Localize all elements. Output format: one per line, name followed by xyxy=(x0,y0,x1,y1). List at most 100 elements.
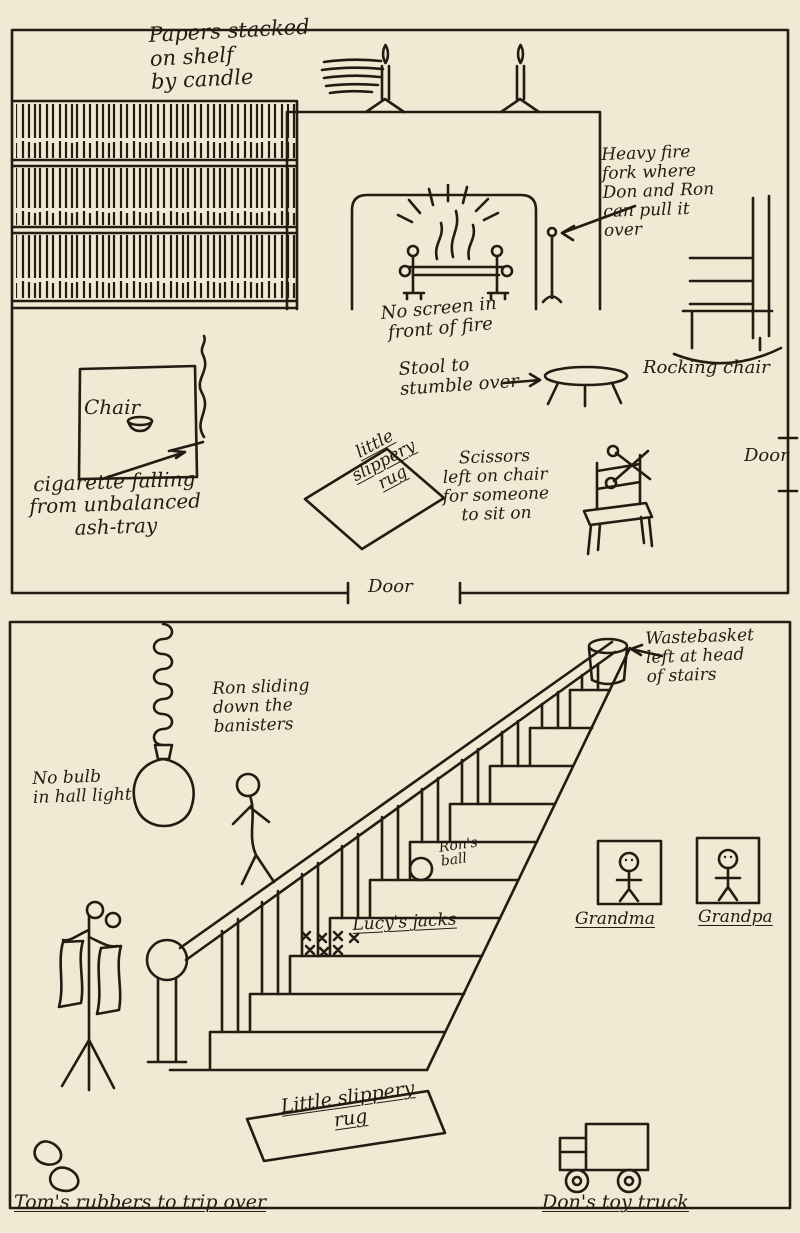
rack-legs xyxy=(60,1038,116,1092)
stacked-papers-scribble xyxy=(320,58,385,95)
ron-legs xyxy=(240,853,276,886)
grandma-picture-drawing xyxy=(596,839,663,906)
grandpa-head xyxy=(717,848,739,870)
hanging-towel-right xyxy=(95,944,123,1016)
coat-rack-drawing xyxy=(57,900,123,1092)
ron-sliding-label: Ron sliding down the banisters xyxy=(211,675,310,738)
flames xyxy=(434,209,476,261)
candle-flame xyxy=(381,43,390,65)
rons-ball-drawing xyxy=(408,856,434,882)
truck-body xyxy=(558,1122,650,1172)
scissors-label: Scissors left on chair for someone to si… xyxy=(442,445,550,526)
candle-right-icon xyxy=(499,43,541,114)
lucys-jacks-marks xyxy=(300,930,360,958)
rack-knob-2 xyxy=(104,911,122,929)
light-cord-coil xyxy=(152,622,174,747)
ron-arms xyxy=(231,804,271,826)
firebox-opening xyxy=(350,193,538,311)
newel-ball xyxy=(145,938,189,982)
rocking-chair-drawing xyxy=(672,194,783,365)
stool-drawing xyxy=(502,365,629,408)
cigarette xyxy=(167,440,205,453)
grandma-eye-right xyxy=(630,858,634,862)
fork-shaft xyxy=(541,234,563,304)
log xyxy=(406,265,506,277)
dons-truck-label: Don's toy truck xyxy=(542,1191,689,1213)
fire-fork-drawing xyxy=(541,204,637,304)
grandpa-eye-left xyxy=(723,855,727,859)
small-chair xyxy=(582,453,654,556)
no-bulb-label: No bulb in hall light xyxy=(31,766,132,809)
scissors-icon xyxy=(612,449,652,483)
light-socket xyxy=(153,743,174,761)
wastebasket-label: Wastebasket left at head of stairs xyxy=(644,625,755,688)
cigarette-smoke xyxy=(198,334,207,439)
fireplace-drawing xyxy=(285,110,602,311)
stair-stringer xyxy=(425,646,632,1072)
candle-stick xyxy=(515,64,526,101)
door-right-label: Door xyxy=(744,445,789,466)
truck-hub-rear xyxy=(623,1175,635,1187)
andiron-left xyxy=(402,254,426,301)
ron-figure-drawing xyxy=(231,772,276,886)
books-row-3 xyxy=(16,235,296,298)
candlestick-base xyxy=(499,97,541,114)
hall-stairs-panel xyxy=(8,620,792,1210)
balusters xyxy=(220,662,600,1034)
grandpa-label: Grandpa xyxy=(698,907,773,927)
truck-wheel-rear xyxy=(616,1168,642,1194)
grandpa-frame xyxy=(695,836,761,905)
newel-post xyxy=(146,977,188,1064)
grandpa-picture-drawing xyxy=(695,836,761,905)
rack-knob-1 xyxy=(85,900,105,920)
scissors-handle-1 xyxy=(604,476,618,490)
candle-stick xyxy=(380,64,391,101)
grandpa-figure xyxy=(714,866,742,902)
bookshelf-drawing xyxy=(11,99,299,311)
andiron-right xyxy=(486,254,510,301)
scissors-handle-2 xyxy=(606,444,620,458)
hanging-towel-left xyxy=(57,939,85,1009)
staircase-drawing xyxy=(145,640,632,1072)
log-end-right xyxy=(500,264,514,278)
toms-rubbers-drawing xyxy=(33,1140,80,1193)
fire-rays xyxy=(396,183,500,224)
scissors-chair-drawing xyxy=(582,444,654,556)
ashtray-bowl xyxy=(126,419,154,433)
ron-head xyxy=(235,772,261,798)
slippery-rug-outline-top xyxy=(303,447,446,551)
hall-border xyxy=(8,620,792,1210)
hall-light-drawing xyxy=(132,622,195,828)
door-bottom-label: Door xyxy=(368,576,413,597)
books-row-2 xyxy=(16,168,296,225)
grandma-label: Grandma xyxy=(575,909,655,929)
stool-arrow xyxy=(502,372,542,388)
grandma-frame xyxy=(596,839,663,906)
slippery-rug-outline-bottom xyxy=(245,1089,447,1163)
cigarette-label: cigarette falling from unbalanced ash-tr… xyxy=(28,466,202,540)
chair-outline xyxy=(77,364,199,481)
log-end-left xyxy=(398,264,412,278)
shelf-lines xyxy=(11,99,299,311)
mantel-outline xyxy=(285,110,602,311)
grandpa-eye-right xyxy=(729,855,733,859)
rons-ball-label: Ron's ball xyxy=(437,834,479,870)
candle-flame xyxy=(516,43,525,65)
cigarette-pointer xyxy=(100,449,187,481)
rocking-chair-label: Rocking chair xyxy=(643,357,770,378)
ron-body xyxy=(248,794,258,857)
books-row-1 xyxy=(16,104,296,158)
stool-label: Stool to stumble over xyxy=(397,354,520,401)
stair-steps xyxy=(168,688,612,1072)
andiron-ball-right xyxy=(490,244,504,258)
chair-drawing xyxy=(77,334,207,481)
wastebasket-body xyxy=(587,646,629,686)
banister-rail xyxy=(178,640,617,962)
wastebasket-rim xyxy=(587,637,629,655)
wastebasket-drawing xyxy=(587,637,664,686)
truck-hub-front xyxy=(571,1175,583,1187)
light-globe xyxy=(132,757,195,828)
papers-label: Papers stacked on shelf by candle xyxy=(147,14,311,94)
